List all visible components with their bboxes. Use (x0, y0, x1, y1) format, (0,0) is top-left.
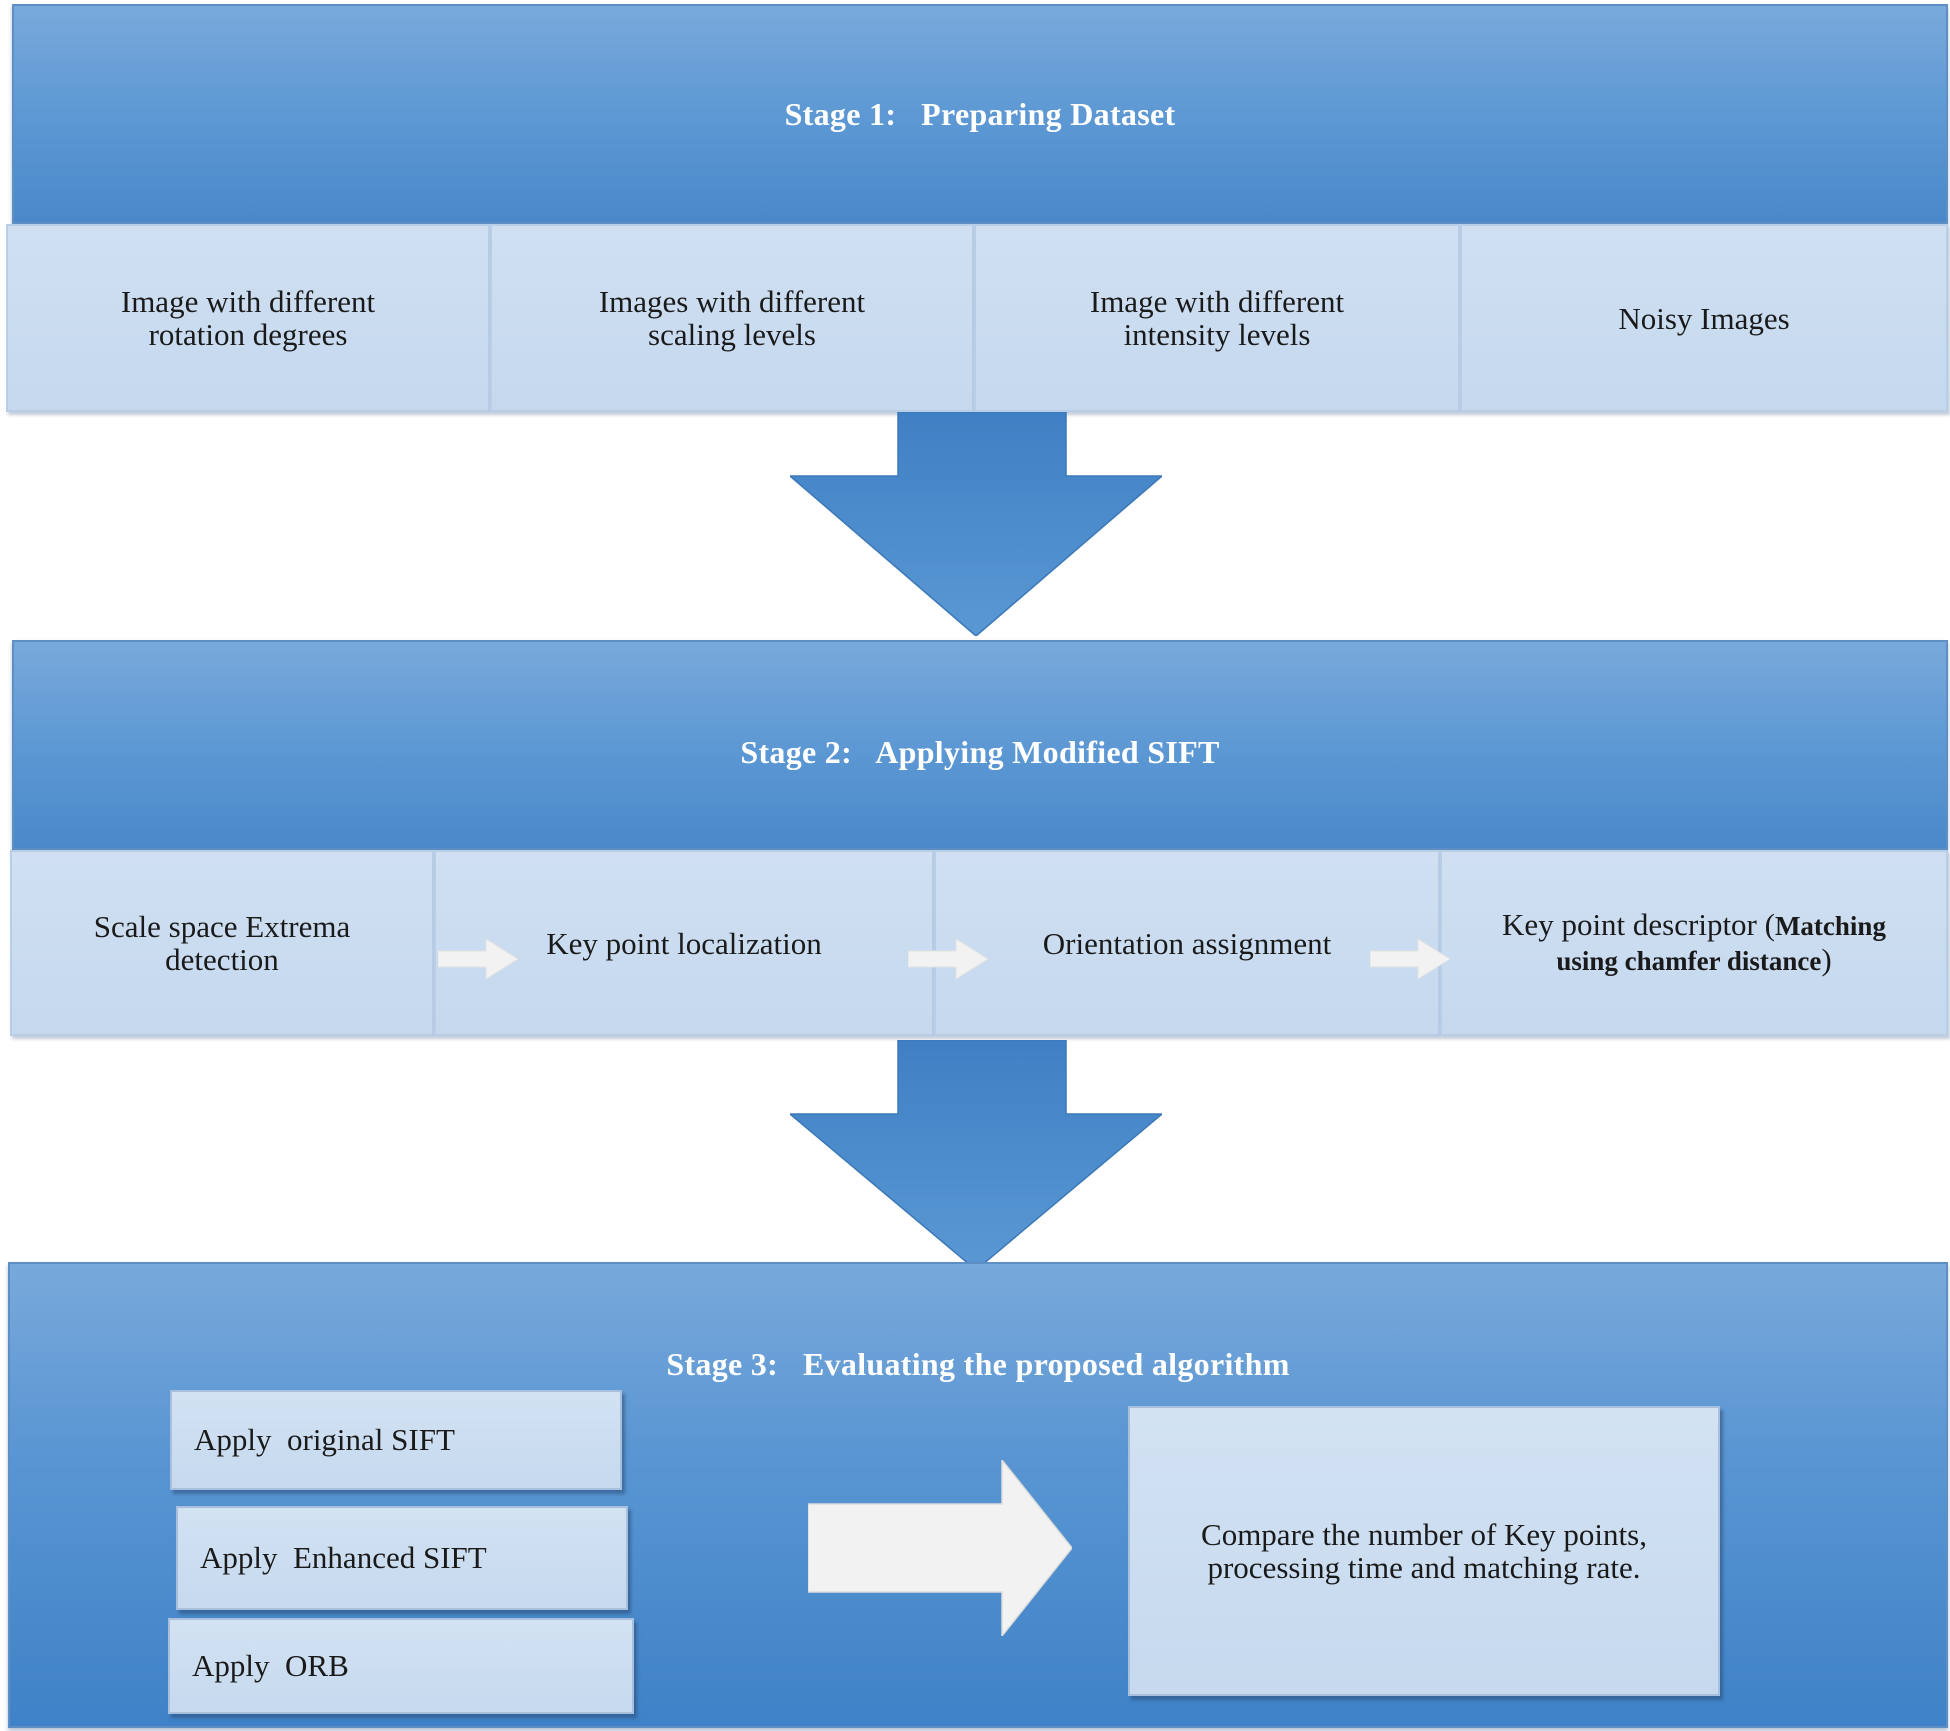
stage1-title: Stage 1: Preparing Dataset (784, 96, 1176, 132)
stage2-cell-descriptor: Key point descriptor (Matching using cha… (1440, 850, 1948, 1036)
compare-line-2: processing time and matching rate. (1207, 1550, 1641, 1585)
cell-text: rotation degrees (148, 317, 348, 352)
cell-text: Image with different (1089, 284, 1345, 319)
stage2-cell-keypoint-localization: Key point localization (434, 850, 934, 1036)
cell-text: intensity levels (1123, 317, 1311, 352)
stage1-cell-rotation: Image with different rotation degrees (6, 224, 490, 412)
compare-line-1: Compare the number of Key points, (1201, 1517, 1647, 1552)
cell-text: Orientation assignment (1042, 925, 1332, 961)
apply-orb-box: Apply ORB (168, 1618, 634, 1714)
cell-text: using chamfer distance) (1502, 943, 1886, 978)
stage1-band: Stage 1: Preparing Dataset (12, 4, 1948, 224)
descriptor-bold-1: Matching (1774, 911, 1886, 941)
stage1-cell-scaling: Images with different scaling levels (490, 224, 974, 412)
small-arrow-3 (1369, 937, 1451, 981)
apply-enhanced-sift-box: Apply Enhanced SIFT (176, 1506, 628, 1610)
apply-label: Apply ORB (192, 1648, 349, 1683)
small-arrow-1 (437, 937, 519, 981)
descriptor-tail: ) (1821, 942, 1832, 977)
cell-text: Scale space Extrema (93, 909, 351, 944)
stage1-cell-intensity: Image with different intensity levels (974, 224, 1460, 412)
apply-label: Apply original SIFT (194, 1422, 455, 1457)
stage3-title: Stage 3: Evaluating the proposed algorit… (666, 1346, 1290, 1382)
cell-text: Image with different (120, 284, 376, 319)
apply-label: Apply Enhanced SIFT (200, 1540, 487, 1575)
cell-text: Key point localization (546, 925, 822, 961)
apply-original-sift-box: Apply original SIFT (170, 1390, 622, 1490)
down-arrow-1 (790, 412, 1162, 636)
down-arrow-2 (790, 1040, 1162, 1270)
cell-text: Images with different (598, 284, 866, 319)
descriptor-bold-2: using chamfer distance (1556, 946, 1822, 976)
cell-text: Key point descriptor (Matching (1502, 908, 1886, 943)
cell-text: scaling levels (648, 317, 816, 352)
cell-text: Noisy Images (1618, 300, 1790, 336)
descriptor-text: Key point descriptor ( (1502, 907, 1775, 942)
stage2-cell-scale-space: Scale space Extrema detection (10, 850, 434, 1036)
stage2-cell-orientation: Orientation assignment (934, 850, 1440, 1036)
stage2-band: Stage 2: Applying Modified SIFT (12, 640, 1948, 850)
small-arrow-2 (907, 937, 989, 981)
right-arrow (807, 1457, 1073, 1639)
stage2-title: Stage 2: Applying Modified SIFT (740, 734, 1220, 770)
compare-box: Compare the number of Key points, proces… (1128, 1406, 1720, 1696)
cell-text: detection (165, 942, 279, 977)
stage1-cell-noisy: Noisy Images (1460, 224, 1948, 412)
